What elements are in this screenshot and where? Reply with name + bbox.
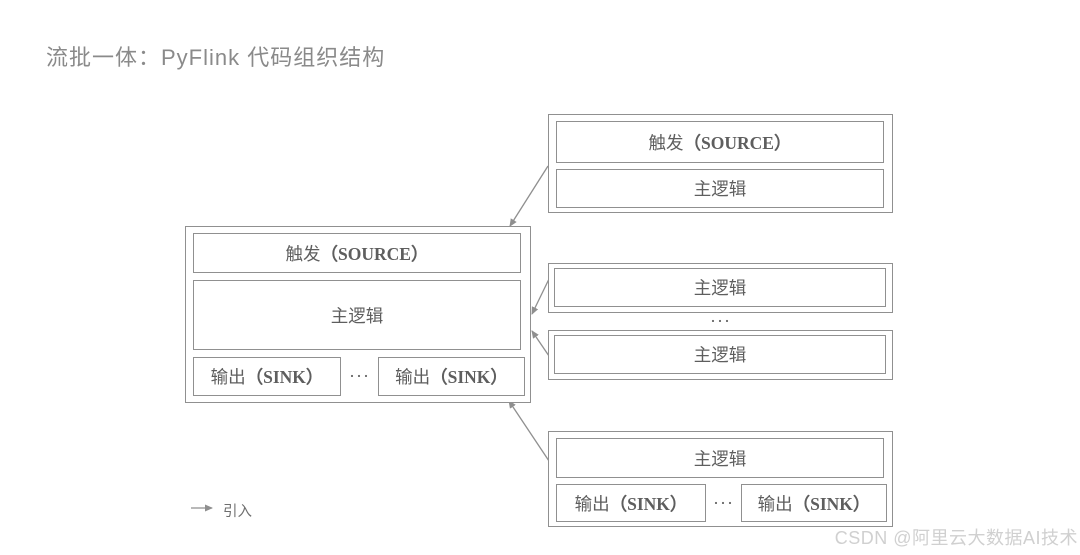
sink-label-en: （SINK） <box>430 367 508 387</box>
logic-label: 主逻辑 <box>693 179 747 199</box>
main-sink-right-box: 输出（SINK） <box>378 357 525 396</box>
logic-label: 主逻辑 <box>330 305 384 326</box>
source-label-zh: 触发 <box>648 132 684 153</box>
topright-program-box: 触发（SOURCE） 主逻辑 <box>548 114 893 213</box>
arrow-bottomright-to-main <box>508 400 550 462</box>
middle-logic-box-2: 主逻辑 <box>548 330 893 380</box>
main-sink-left-box: 输出（SINK） <box>193 357 341 396</box>
arrow-mid2-to-main <box>531 330 550 357</box>
legend-label: 引入 <box>223 504 252 520</box>
sink-label-zh: 输出 <box>757 493 793 514</box>
source-label-en: （SOURCE） <box>683 132 792 153</box>
logic-label: 主逻辑 <box>693 345 747 365</box>
logic-label: 主逻辑 <box>693 448 747 469</box>
source-label-en: （SOURCE） <box>320 243 429 264</box>
sink-label-zh: 输出 <box>395 367 431 387</box>
middle-logic-box-1: 主逻辑 <box>548 263 893 313</box>
main-program-box: 触发（SOURCE） 主逻辑 输出（SINK） ··· 输出（SINK） <box>185 226 531 403</box>
main-sink-ellipsis: ··· <box>349 366 370 386</box>
arrow-topright-to-main <box>509 165 549 227</box>
logic-label: 主逻辑 <box>693 278 747 298</box>
topright-source-box: 触发（SOURCE） <box>556 121 884 163</box>
bottomright-logic-box: 主逻辑 <box>556 438 884 478</box>
middle-logic-inner-2: 主逻辑 <box>554 335 886 374</box>
arrow-mid1-to-main <box>531 278 550 315</box>
bottomright-sink-left-box: 输出（SINK） <box>556 484 706 522</box>
sink-label-en: （SINK） <box>609 493 688 514</box>
main-logic-box: 主逻辑 <box>193 280 521 350</box>
topright-logic-box: 主逻辑 <box>556 169 884 208</box>
source-label-zh: 触发 <box>285 243 321 264</box>
sink-label-en: （SINK） <box>245 367 324 387</box>
bottomright-sink-ellipsis: ··· <box>713 492 734 513</box>
watermark-text: CSDN @阿里云大数据AI技术 <box>834 528 1078 548</box>
middle-logic-inner-1: 主逻辑 <box>554 268 886 307</box>
middle-ellipsis: ··· <box>710 311 731 331</box>
sink-label-zh: 输出 <box>574 493 610 514</box>
page-title: 流批一体：PyFlink 代码组织结构 <box>46 45 386 70</box>
bottomright-program-box: 主逻辑 输出（SINK） ··· 输出（SINK） <box>548 431 893 527</box>
main-source-box: 触发（SOURCE） <box>193 233 521 273</box>
sink-label-zh: 输出 <box>210 367 246 387</box>
sink-label-en: （SINK） <box>792 493 871 514</box>
bottomright-sink-right-box: 输出（SINK） <box>741 484 887 522</box>
